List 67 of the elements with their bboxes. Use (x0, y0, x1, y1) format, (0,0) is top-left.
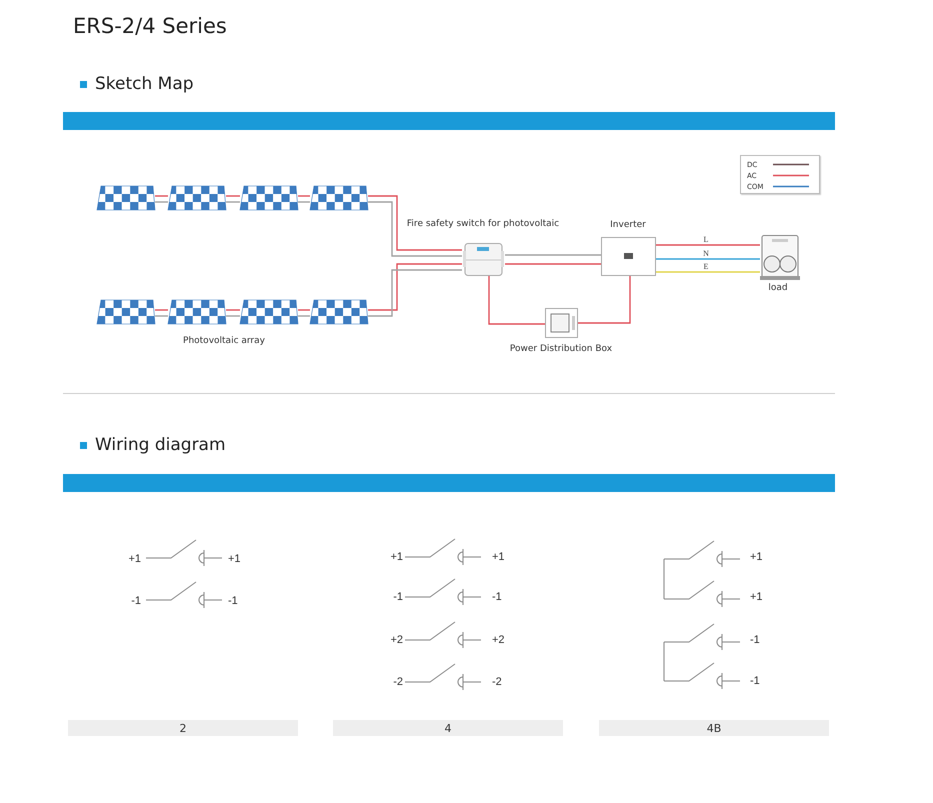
device-label: Fire safety switch for photovoltaic (406, 219, 560, 229)
solar-panel-drawing (240, 300, 298, 324)
terminal-label: +2 (492, 634, 505, 646)
solar-panel-drawing (310, 300, 368, 324)
wire (656, 271, 760, 273)
fire-safety-switch-drawing (462, 243, 505, 276)
section-heading: Sketch Map (95, 74, 194, 94)
device-label: load (768, 283, 788, 293)
page-title: ERS-2/4 Series (73, 14, 227, 38)
array-caption: Photovoltaic array (183, 336, 265, 346)
solar-panel-drawing (97, 186, 155, 210)
socket-outlet-drawing (760, 235, 800, 280)
terminal-label: -1 (393, 591, 403, 603)
terminal-label: -1 (750, 634, 760, 646)
terminal-label: +1 (750, 551, 763, 563)
wire (368, 195, 462, 251)
edge-label: L (702, 235, 710, 244)
terminal-label: +1 (390, 551, 403, 563)
terminal-label: -1 (131, 595, 141, 607)
section-heading: Wiring diagram (95, 435, 226, 455)
wire (298, 315, 310, 317)
section-bar (63, 112, 835, 130)
wire (155, 309, 168, 311)
edge-label: N (702, 249, 710, 258)
solar-panel-drawing (168, 186, 226, 210)
wire (155, 315, 168, 317)
device-label: Power Distribution Box (510, 344, 612, 354)
wire (226, 309, 240, 311)
wire (505, 263, 601, 265)
wire (226, 201, 240, 203)
device-label: Inverter (610, 220, 646, 230)
wire (155, 201, 168, 203)
solar-panel-drawing (310, 186, 368, 210)
wire (505, 254, 601, 256)
solar-panel-drawing (97, 300, 155, 324)
wire (488, 276, 545, 325)
wire (298, 201, 310, 203)
wire (368, 263, 462, 311)
edge-label: E (702, 262, 710, 271)
wire (656, 244, 760, 246)
terminal-label: +1 (128, 553, 141, 565)
terminal-label: +1 (492, 551, 505, 563)
model-caption-bar: 2 (68, 720, 298, 736)
wire (578, 276, 631, 324)
wire (226, 315, 240, 317)
model-caption-bar: 4 (333, 720, 563, 736)
wire (368, 201, 462, 257)
model-caption-bar: 4B (599, 720, 829, 736)
wire (226, 195, 240, 197)
solar-panel-drawing (168, 300, 226, 324)
wire (155, 195, 168, 197)
terminal-label: -2 (393, 676, 403, 688)
distribution-box-drawing (545, 308, 578, 338)
terminal-label: -1 (492, 591, 502, 603)
inverter-drawing (601, 237, 656, 276)
terminal-label: -1 (228, 595, 238, 607)
section-bar (63, 474, 835, 492)
terminal-label: +2 (390, 634, 403, 646)
terminal-label: -1 (750, 675, 760, 687)
terminal-label: -2 (492, 676, 502, 688)
solar-panel-drawing (240, 186, 298, 210)
terminal-label: +1 (228, 553, 241, 565)
wire (656, 258, 760, 260)
terminal-label: +1 (750, 591, 763, 603)
wire (368, 269, 462, 317)
wire (298, 309, 310, 311)
wire (298, 195, 310, 197)
